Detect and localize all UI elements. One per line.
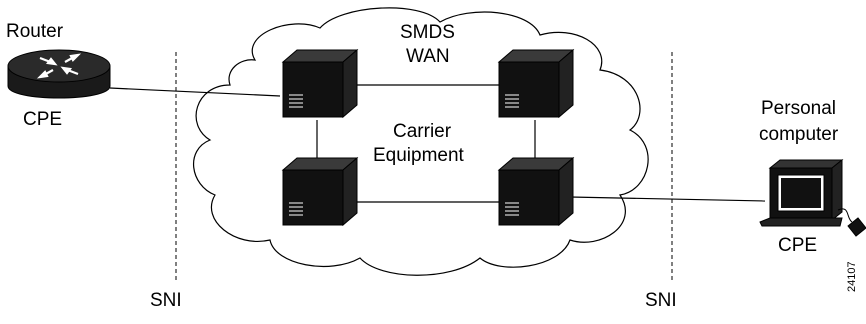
link-switch-to-pc (569, 196, 766, 202)
carrier-switch-top-left (281, 48, 359, 119)
carrier-switch-top-right (497, 48, 575, 119)
personal-computer-icon (759, 158, 866, 237)
carrier-switch-bottom-left (281, 156, 359, 227)
cloud-smds-label: SMDS (400, 22, 455, 43)
router-label: Router (6, 21, 64, 42)
pc-label-line1: Personal (761, 98, 836, 119)
cloud-wan-label: WAN (406, 46, 450, 67)
pc-cpe-label: CPE (778, 235, 817, 256)
router-icon (7, 49, 111, 99)
cloud-carrier-label: Carrier (393, 121, 452, 142)
cloud-equipment-label: Equipment (373, 145, 465, 166)
link-router-to-switch (109, 87, 281, 97)
sni-right-label: SNI (645, 290, 677, 311)
pc-label-line2: computer (759, 124, 839, 145)
carrier-switch-bottom-right (497, 156, 575, 227)
router-cpe-label: CPE (23, 109, 62, 130)
figure-id: 24107 (846, 261, 858, 292)
sni-left-label: SNI (150, 290, 182, 311)
